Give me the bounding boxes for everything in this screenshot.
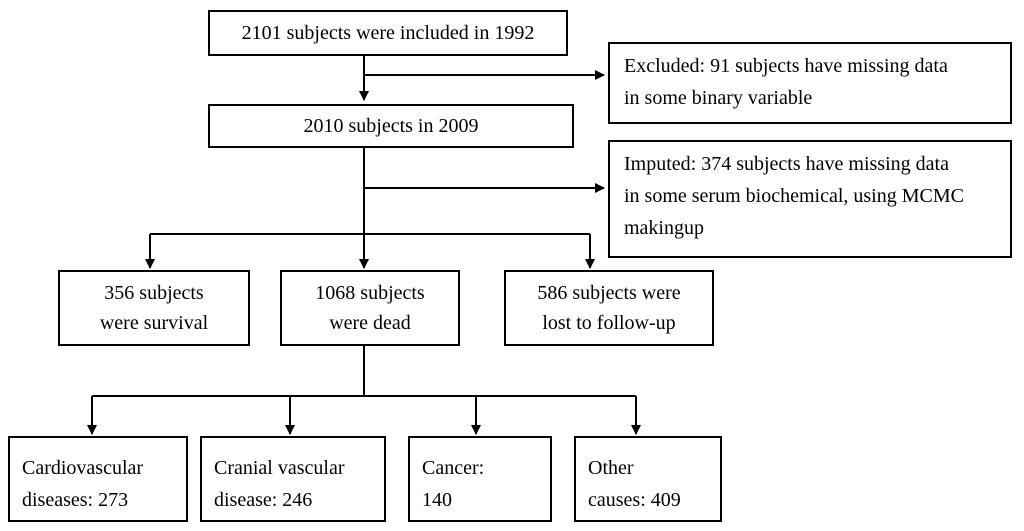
node-other-line-2: causes: 409 — [588, 489, 681, 511]
node-cancer-line-2: 140 — [422, 489, 452, 511]
node-other-line-1: Other — [588, 457, 634, 479]
node-lost-to-follow-up: 586 subjects were lost to follow-up — [504, 270, 714, 346]
node-cancer: Cancer: 140 — [408, 436, 552, 522]
node-imputed: Imputed: 374 subjects have missing data … — [608, 140, 1012, 258]
node-cranial-line-1: Cranial vascular — [214, 457, 345, 479]
node-survival: 356 subjects were survival — [58, 270, 250, 346]
node-cancer-line-1: Cancer: — [422, 457, 485, 479]
node-cardiovascular: Cardiovascular diseases: 273 — [8, 436, 188, 522]
node-included-1992: 2101 subjects were included in 1992 — [208, 10, 568, 56]
node-excluded-line-1: Excluded: 91 subjects have missing data — [624, 55, 948, 77]
node-imputed-line-1: Imputed: 374 subjects have missing data — [624, 153, 949, 175]
node-2010-subjects-2009: 2010 subjects in 2009 — [208, 104, 574, 148]
node-imputed-line-2: in some serum biochemical, using MCMC — [624, 185, 964, 207]
node-cardio-line-1: Cardiovascular — [22, 457, 144, 479]
node-cranial-vascular: Cranial vascular disease: 246 — [200, 436, 386, 522]
node-other-causes: Other causes: 409 — [574, 436, 722, 522]
node-dead-line-1: 1068 subjects — [315, 282, 425, 304]
node-survival-line-1: 356 subjects — [104, 282, 204, 304]
node-excluded-line-2: in some binary variable — [624, 87, 813, 109]
node-2010-subjects-text: 2010 subjects in 2009 — [303, 115, 479, 137]
node-dead-line-2: were dead — [329, 312, 411, 334]
node-dead: 1068 subjects were dead — [280, 270, 460, 346]
node-cranial-line-2: disease: 246 — [214, 489, 313, 511]
node-survival-line-2: were survival — [99, 312, 209, 334]
node-imputed-line-3: makingup — [624, 217, 704, 239]
node-lost-line-1: 586 subjects were — [537, 282, 681, 304]
node-excluded: Excluded: 91 subjects have missing data … — [608, 42, 1012, 124]
node-lost-line-2: lost to follow-up — [542, 312, 676, 334]
node-included-1992-text: 2101 subjects were included in 1992 — [241, 22, 535, 44]
node-cardio-line-2: diseases: 273 — [22, 489, 129, 511]
